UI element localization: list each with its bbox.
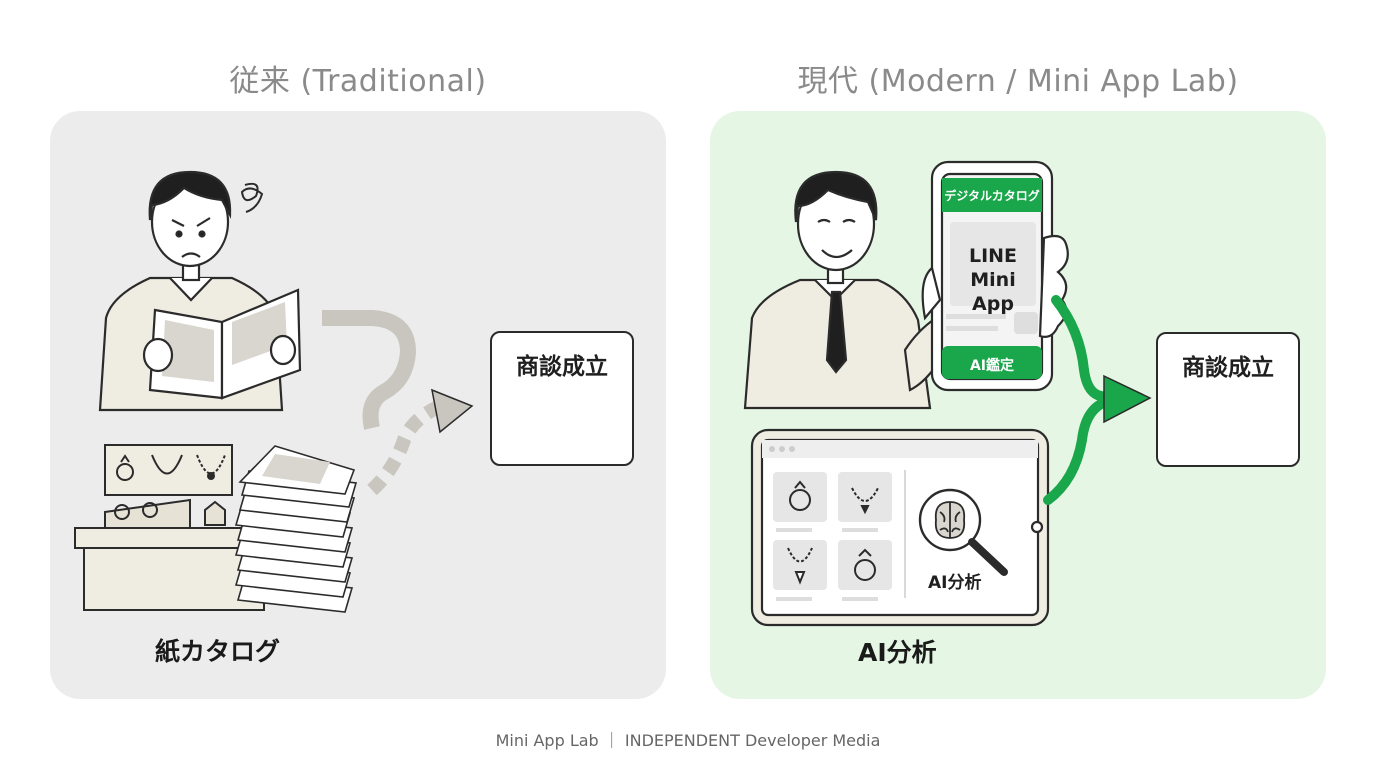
footer-credit: Mini App Lab ｜ INDEPENDENT Developer Med…	[495, 731, 881, 750]
phone-header: デジタルカタログ	[944, 189, 1040, 203]
phone-main-title: LINE Mini App	[950, 244, 1036, 316]
traditional-outcome-card: 商談成立	[490, 331, 634, 466]
ai-appraisal-button[interactable]: AI鑑定	[969, 358, 1015, 374]
phone-main-line1: LINE	[968, 245, 1018, 267]
deal-closed-title: 商談成立	[516, 354, 608, 380]
paper-catalog-label: 紙カタログ	[155, 637, 281, 666]
green-flow-arrow	[1043, 295, 1117, 505]
ai-analysis-label: AI分析	[858, 638, 937, 667]
confused-scribble-icon	[240, 182, 264, 213]
paper-stack	[234, 445, 358, 613]
modern-outcome-card: 商談成立	[1156, 332, 1300, 467]
tablet-ai-label: AI分析	[928, 573, 982, 593]
traditional-heading: 従来 (Traditional)	[229, 64, 487, 99]
green-arrow-head	[1103, 374, 1152, 424]
traditional-salesperson	[98, 170, 302, 412]
necklace-icon	[151, 454, 226, 480]
modern-heading: 現代 (Modern / Mini App Lab)	[797, 64, 1239, 99]
tablet	[750, 428, 1050, 627]
winding-arrow	[322, 310, 474, 496]
deal-closed-title: 商談成立	[1182, 355, 1274, 381]
ring-icon	[789, 480, 876, 581]
phone-main-line2: Mini App	[970, 269, 1016, 315]
ring-icon	[116, 454, 134, 481]
modern-salesperson	[743, 170, 942, 410]
brain-icon	[934, 501, 966, 539]
necklace-icon	[787, 487, 879, 585]
